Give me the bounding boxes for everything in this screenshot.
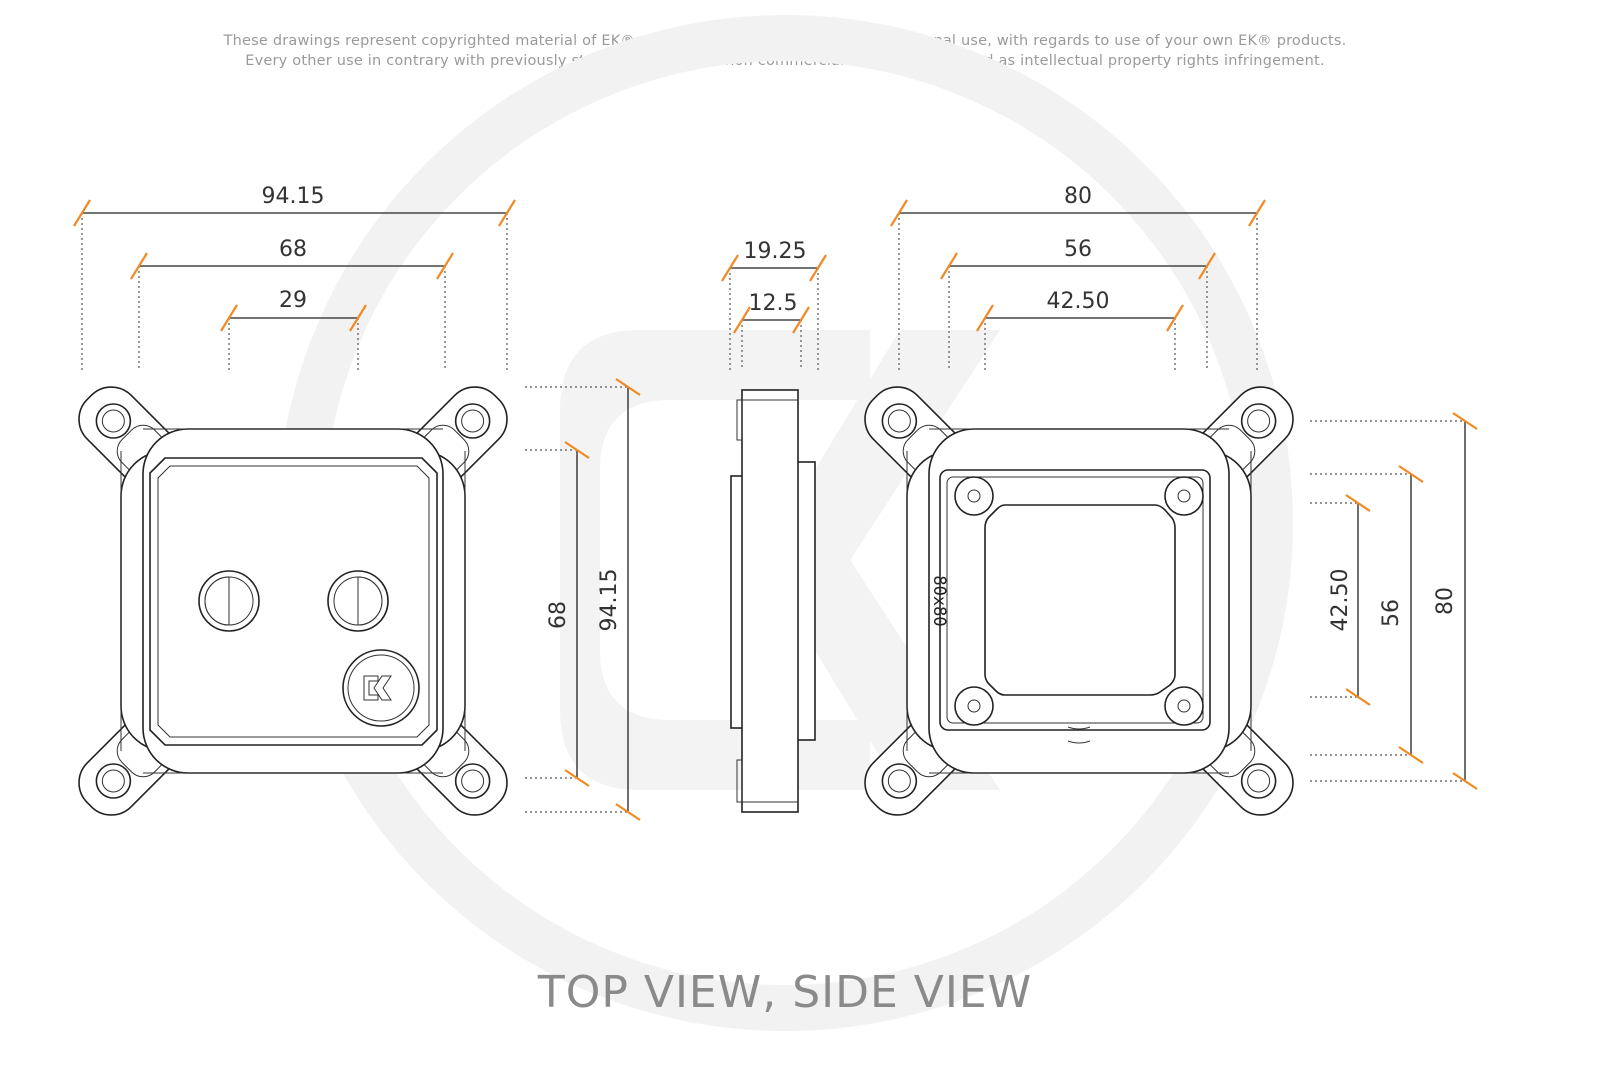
dimension-tick: [130, 252, 148, 280]
mounting-hole: [881, 403, 918, 439]
dim-top-height-mid: 68: [546, 601, 571, 629]
dimension-tick: [1198, 252, 1216, 280]
port-outlet: [327, 570, 389, 632]
bottom-view-details: 80x80: [929, 469, 1211, 744]
dimension-tick: [940, 252, 958, 280]
dim-side-thickness-overall: 19.25: [744, 239, 807, 264]
screw-bottom-right: [1164, 686, 1204, 726]
dimension-tick: [436, 252, 454, 280]
dimension-tick: [721, 254, 739, 282]
top-view-details: [149, 457, 438, 746]
dim-top-port-spacing: 29: [279, 288, 307, 313]
dim-bottom-height-overall: 80: [1433, 587, 1458, 615]
screw-top-left: [954, 476, 994, 516]
screw-top-right: [1164, 476, 1204, 516]
port-inlet: [198, 570, 260, 632]
dim-top-width-overall: 94.15: [262, 184, 325, 209]
ek-logo-badge: [342, 649, 420, 727]
dim-bottom-width-inner: 42.50: [1047, 289, 1110, 314]
dim-side-thickness-body: 12.5: [749, 291, 798, 316]
mounting-hole: [1240, 403, 1277, 439]
dimension-tick: [1166, 304, 1184, 332]
dimension-tick: [792, 306, 810, 334]
mounting-hole: [95, 403, 132, 439]
dim-top-width-mid: 68: [279, 237, 307, 262]
dimension-tick: [615, 378, 641, 396]
dimension-tick: [615, 803, 641, 821]
dimension-tick: [564, 441, 590, 459]
dimension-tick: [809, 254, 827, 282]
drawing-title: TOP VIEW, SIDE VIEW: [537, 967, 1032, 1018]
dimension-tick: [1345, 688, 1371, 706]
dimension-tick: [564, 769, 590, 787]
dimension-tick: [349, 304, 367, 332]
mounting-hole: [881, 763, 918, 799]
dimension-tick: [73, 199, 91, 227]
mounting-hole: [1240, 763, 1277, 799]
dimension-tick: [1345, 494, 1371, 512]
screw-bottom-left: [954, 686, 994, 726]
dimension-tick: [1398, 465, 1424, 483]
dimension-tick: [733, 306, 751, 334]
dimension-tick: [1398, 746, 1424, 764]
part-size-label: 80x80: [929, 575, 949, 626]
dimension-tick: [220, 304, 238, 332]
dim-bottom-width-overall: 80: [1064, 184, 1092, 209]
dimension-tick: [498, 199, 516, 227]
dimension-tick: [1248, 199, 1266, 227]
dim-bottom-height-inner: 42.50: [1328, 569, 1353, 632]
dimension-tick: [1452, 772, 1478, 790]
dim-bottom-height-mid: 56: [1379, 599, 1404, 627]
side-view: [730, 389, 816, 813]
dim-top-height-overall: 94.15: [597, 569, 622, 632]
mounting-hole: [454, 403, 491, 439]
dim-bottom-width-mid: 56: [1064, 237, 1092, 262]
dimension-lines: [73, 199, 1478, 821]
dimension-tick: [890, 199, 908, 227]
dimension-tick: [1452, 412, 1478, 430]
mounting-hole: [454, 763, 491, 799]
mounting-hole: [95, 763, 132, 799]
dimension-tick: [976, 304, 994, 332]
